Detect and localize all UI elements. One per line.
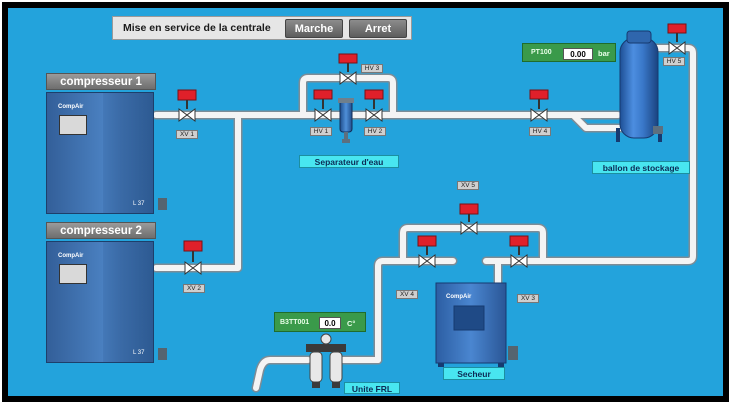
screen-frame: Mise en service de la centrale Marche Ar… — [2, 2, 729, 402]
compressor-2-front — [47, 242, 103, 362]
valve-xv5-tag: XV 5 — [457, 181, 479, 190]
valve-xv3-tag: XV 3 — [517, 294, 539, 303]
temperature-value: 0.0 — [319, 317, 341, 329]
drain-fitting — [158, 198, 167, 210]
valve-hv4-tag: HV 4 — [529, 127, 551, 136]
pressure-value: 0.00 — [563, 48, 593, 60]
dryer-unit — [435, 282, 518, 367]
valve-hv4[interactable] — [529, 89, 549, 122]
compressor-2-brand: CompAir — [58, 253, 84, 259]
start-button[interactable]: Marche — [285, 19, 343, 38]
compressor-2-model: L 37 — [133, 350, 145, 356]
temperature-unit: C° — [347, 319, 356, 328]
temperature-display: B3TT001 0.0 C° — [274, 312, 366, 332]
compressor-2-unit[interactable]: CompAir L 37 — [46, 241, 154, 363]
separator-label: Separateur d'eau — [299, 155, 399, 168]
startup-label: Mise en service de la centrale — [123, 22, 271, 34]
dryer-brand: CompAir — [446, 294, 472, 300]
frl-unit — [306, 333, 346, 388]
pressure-display: PT100 0.00 bar — [522, 43, 616, 62]
compressor-2-control-panel — [59, 264, 87, 284]
valve-xv3[interactable] — [509, 235, 529, 268]
valve-hv2[interactable] — [364, 89, 384, 122]
compressor-1-control-panel — [59, 115, 87, 135]
valve-xv1[interactable] — [177, 89, 197, 122]
valve-xv2-tag: XV 2 — [183, 284, 205, 293]
valve-hv1-tag: HV 1 — [310, 127, 332, 136]
pressure-unit: bar — [598, 49, 610, 58]
water-separator — [338, 98, 354, 143]
valve-hv5-tag: HV 5 — [663, 57, 685, 66]
stop-button[interactable]: Arret — [349, 19, 407, 38]
valve-hv5[interactable] — [667, 23, 687, 55]
compressor-2-title: compresseur 2 — [46, 222, 156, 239]
valve-xv4[interactable] — [417, 235, 437, 268]
temperature-tag: B3TT001 — [280, 319, 310, 326]
valve-hv3[interactable] — [338, 53, 358, 85]
tank-label: ballon de stockage — [592, 161, 690, 174]
piping-diagram — [151, 23, 698, 393]
valve-xv4-tag: XV 4 — [396, 290, 418, 299]
compressor-1-front — [47, 93, 103, 213]
valve-hv2-tag: HV 2 — [364, 127, 386, 136]
dryer-label: Secheur — [443, 367, 505, 380]
valve-xv1-tag: XV 1 — [176, 130, 198, 139]
compressor-1-brand: CompAir — [58, 104, 84, 110]
storage-tank — [616, 30, 663, 142]
startup-control-bar: Mise en service de la centrale Marche Ar… — [112, 16, 412, 40]
compressor-1-title: compresseur 1 — [46, 73, 156, 90]
frl-label: Unite FRL — [344, 382, 400, 394]
valve-hv3-tag: HV 3 — [361, 64, 383, 73]
pipe-fill — [153, 45, 696, 391]
scada-panel: Mise en service de la centrale Marche Ar… — [8, 8, 723, 396]
valve-xv5[interactable] — [459, 203, 479, 235]
drain-fitting — [158, 348, 167, 360]
compressor-1-model: L 37 — [133, 201, 145, 207]
pressure-tag: PT100 — [531, 49, 552, 56]
valve-hv1[interactable] — [313, 89, 333, 122]
valve-xv2[interactable] — [183, 240, 203, 275]
compressor-1-unit[interactable]: CompAir L 37 — [46, 92, 154, 214]
